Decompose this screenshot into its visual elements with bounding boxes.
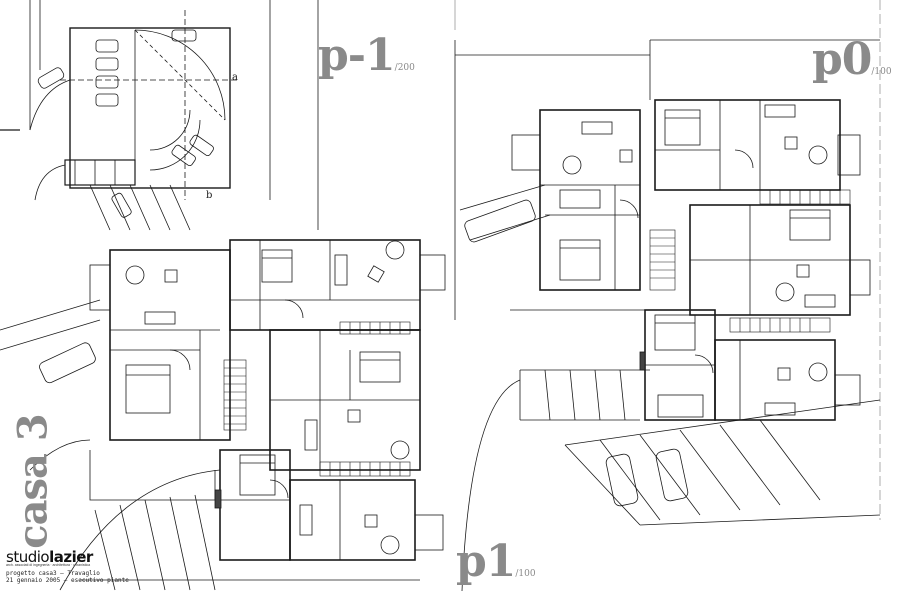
- section-mark-a: a: [232, 72, 238, 83]
- studio-logo-bold: lazier: [49, 548, 93, 566]
- basement-level-name: p-1: [318, 30, 396, 81]
- ground-level-name: p0: [812, 34, 872, 85]
- ground-floor-plan: [454, 39, 881, 592]
- first-scale: /100: [515, 569, 536, 579]
- studio-logo-light: studio: [6, 548, 50, 566]
- project-meta: progetto casa3 — Travaglio 21 gennaio 20…: [6, 570, 129, 584]
- section-mark-b: b: [206, 190, 213, 201]
- level-label-first: p1/100: [456, 540, 536, 584]
- basement-scale: /200: [394, 63, 415, 73]
- ground-scale: /100: [871, 67, 892, 77]
- project-title: casa 3: [10, 408, 57, 548]
- project-meta-line1: progetto casa3 — Travaglio: [6, 570, 100, 577]
- studio-logo: studiolazier: [6, 548, 93, 566]
- studio-tagline: arch. associati di ingegneria · architet…: [6, 563, 91, 567]
- project-meta-line2: 21 gennaio 2005 — esecutivo piante: [6, 577, 129, 584]
- first-floor-plan: [0, 239, 446, 591]
- first-level-name: p1: [456, 536, 516, 587]
- basement-plan: [29, 0, 271, 231]
- project-title-text: casa 3: [9, 414, 57, 549]
- level-label-ground: p0/100: [812, 38, 892, 82]
- level-label-basement: p-1/200: [318, 34, 415, 78]
